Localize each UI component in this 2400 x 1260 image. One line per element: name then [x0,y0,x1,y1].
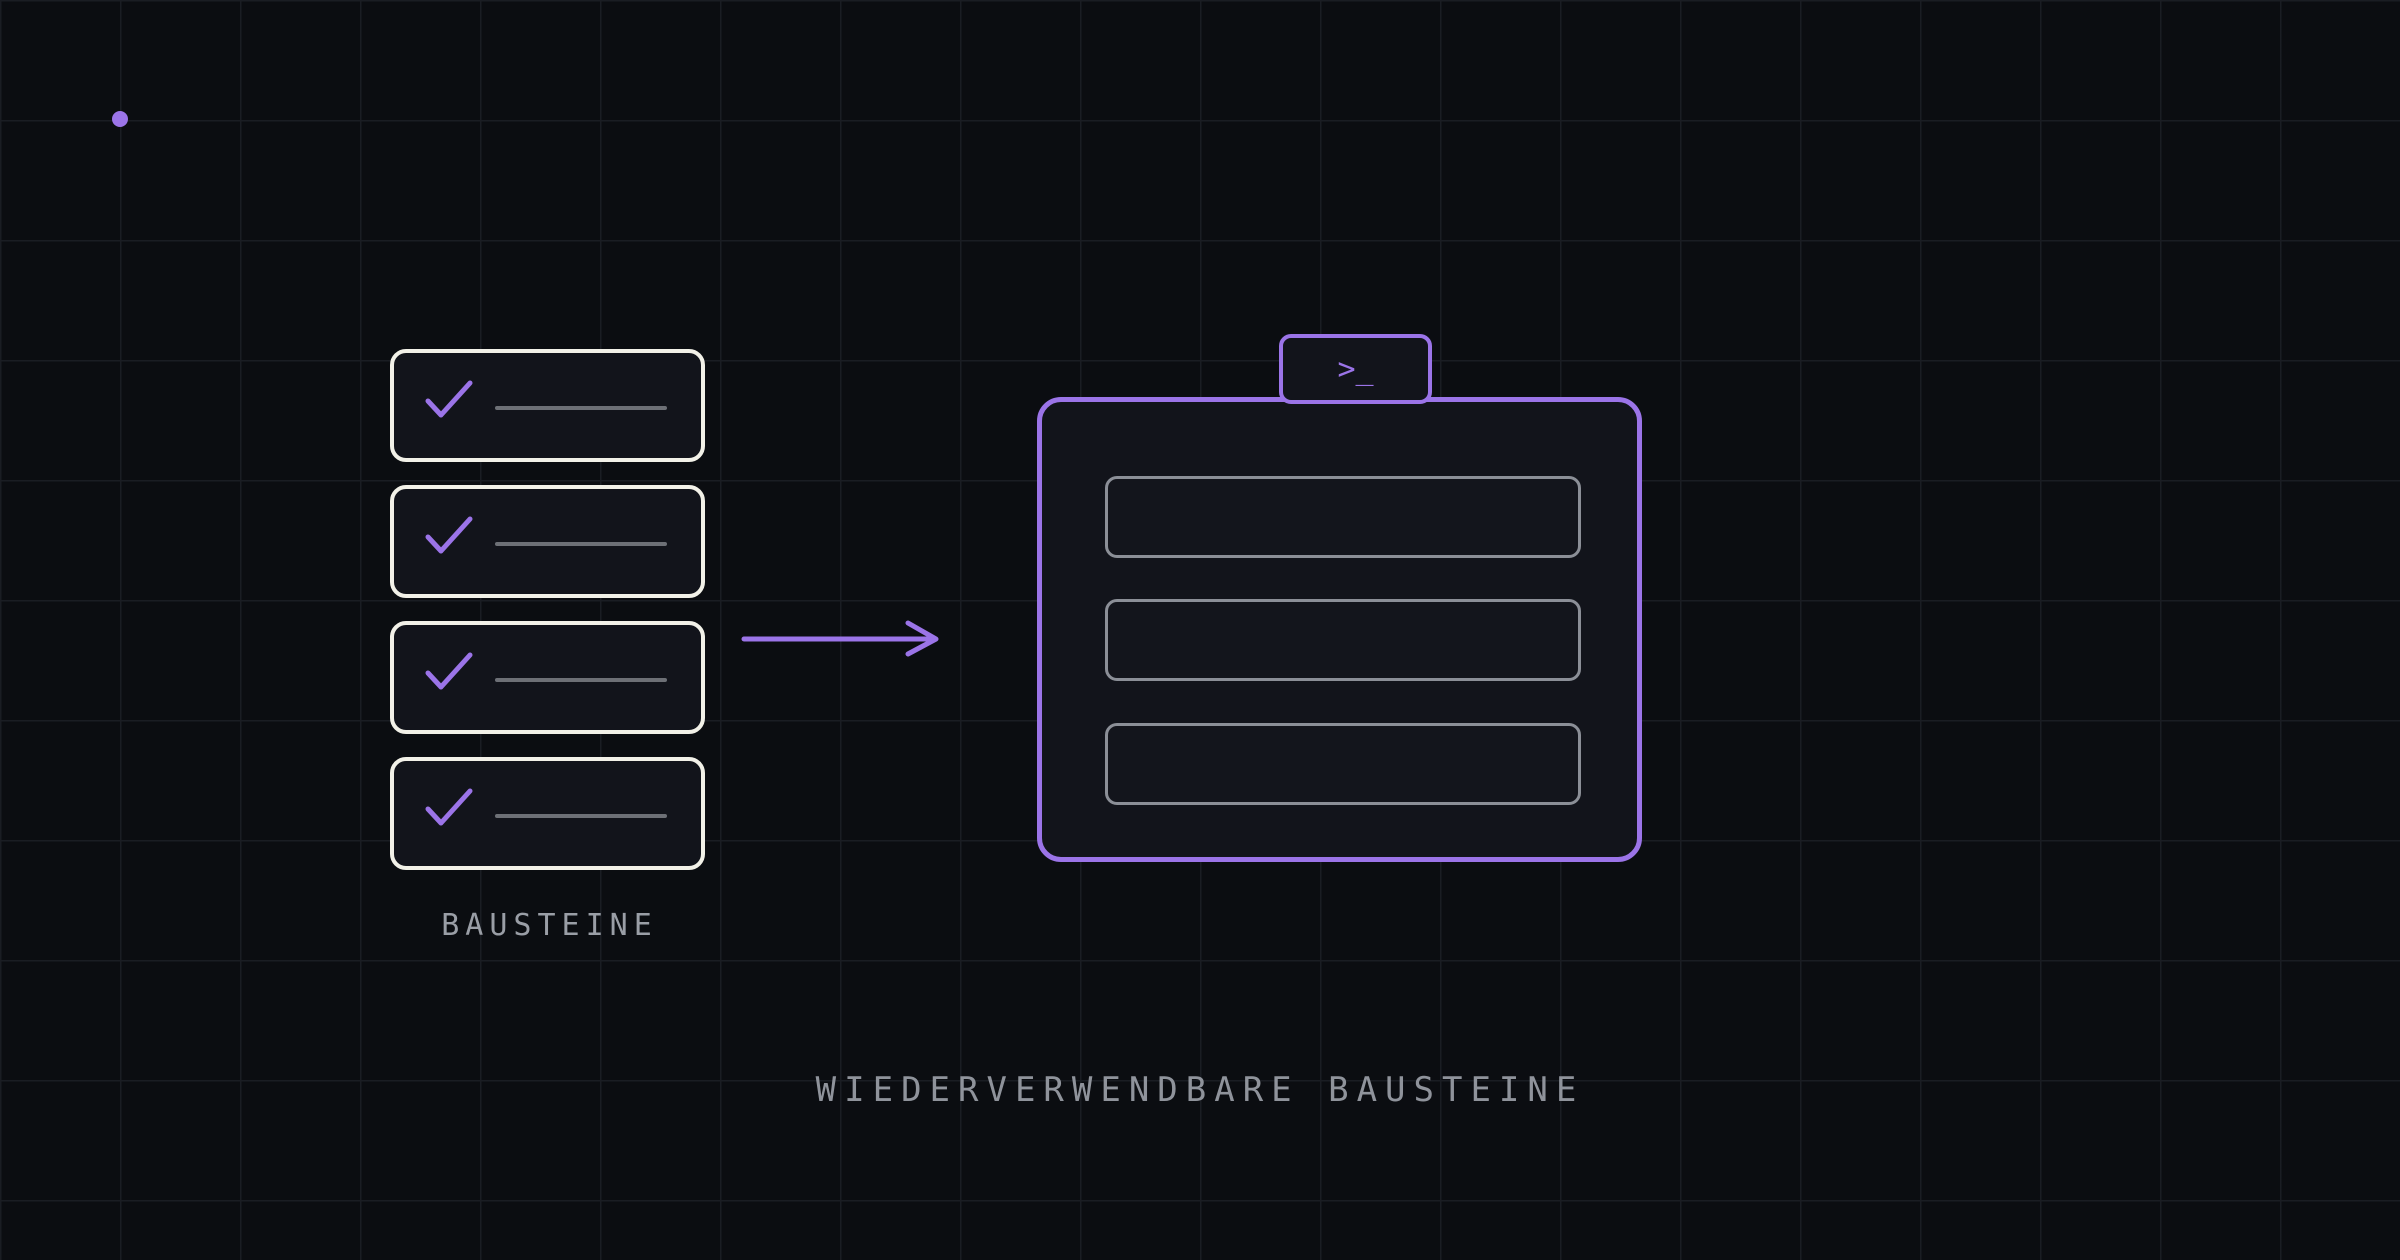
arrow-right-icon [741,620,939,657]
placeholder-line [495,814,667,818]
stack-label: BAUSTEINE [441,908,658,943]
checkmark-icon [425,380,473,418]
building-block-card [390,485,705,598]
terminal-icon: >_ [1279,334,1432,404]
diagram-title: WIEDERVERWENDBARE BAUSTEINE [815,1070,1585,1110]
placeholder-line [495,406,667,410]
window-field [1105,476,1581,558]
placeholder-line [495,542,667,546]
window-field [1105,599,1581,681]
building-block-card [390,349,705,462]
checkmark-icon [425,516,473,554]
building-block-card [390,621,705,734]
checkmark-icon [425,652,473,690]
building-block-card [390,757,705,870]
accent-dot [112,111,128,127]
checkmark-icon [425,788,473,826]
placeholder-line [495,678,667,682]
window-field [1105,723,1581,805]
app-window [1037,397,1642,862]
